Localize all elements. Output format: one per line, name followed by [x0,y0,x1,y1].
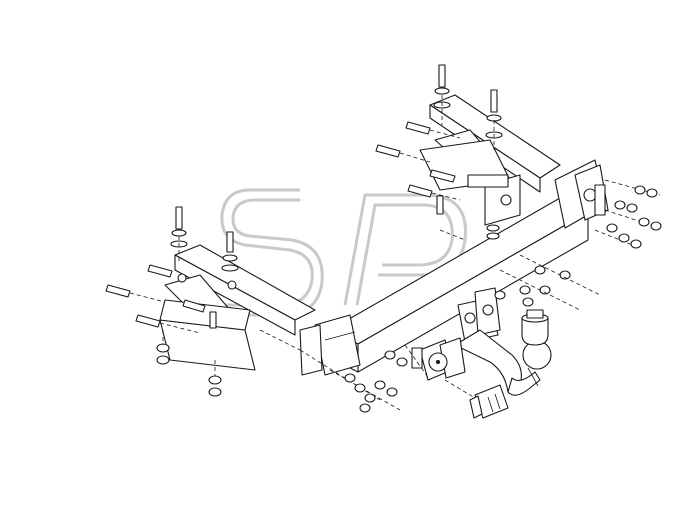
right-mounting-bracket [419,94,561,226]
tow-ball-cover [521,309,549,346]
assembly-guide-lines [259,229,601,351]
bolt-set-left-side [105,264,217,334]
electrical-socket [404,337,466,381]
nut-set-center [299,349,408,413]
left-mounting-bracket [159,244,316,371]
center-plate [457,265,571,343]
bolt-set-right-side [375,121,500,240]
watermark-logo [220,188,467,317]
bolt-set-right-top [433,64,503,150]
right-side-plate [554,159,609,229]
bolt-set-left-top [170,206,239,272]
tow-ball-neck [454,329,552,396]
socket-connector [444,379,509,419]
nut-set-left [156,330,222,397]
left-side-plate [299,314,361,376]
nut-set-right [594,179,662,249]
